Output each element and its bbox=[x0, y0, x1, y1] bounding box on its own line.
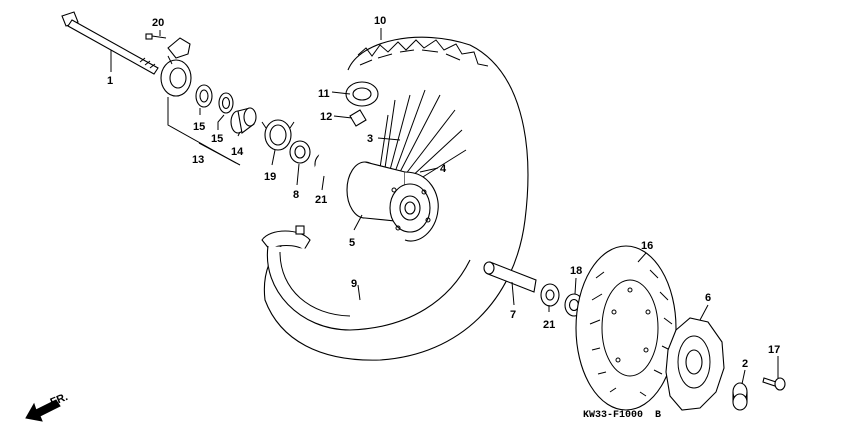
circlip bbox=[289, 140, 311, 164]
distance-collar bbox=[483, 261, 537, 293]
speedometer-washers bbox=[195, 84, 234, 114]
disc-bolt bbox=[762, 377, 786, 391]
callout-10: 10 bbox=[374, 15, 386, 27]
callout-4: 4 bbox=[440, 163, 447, 175]
rim-strip bbox=[349, 109, 367, 127]
callout-13: 13 bbox=[192, 154, 204, 166]
callout-18: 18 bbox=[570, 265, 582, 277]
callout-3: 3 bbox=[367, 133, 373, 145]
bearing-right bbox=[540, 283, 560, 307]
callout-15a: 15 bbox=[193, 121, 205, 133]
front-direction-arrow: FR. bbox=[25, 391, 70, 422]
callout-1: 1 bbox=[107, 75, 113, 87]
front-axle bbox=[61, 11, 159, 75]
callout-7: 7 bbox=[510, 309, 516, 321]
disc-cover bbox=[665, 317, 725, 411]
drawing-code: KW33-F1000 bbox=[583, 410, 643, 421]
callout-11: 11 bbox=[318, 88, 330, 100]
callout-8: 8 bbox=[293, 189, 299, 201]
callout-5: 5 bbox=[349, 237, 355, 249]
callout-15b: 15 bbox=[211, 133, 223, 145]
leader-lines bbox=[110, 28, 779, 385]
rim-band bbox=[261, 225, 471, 331]
callout-14: 14 bbox=[231, 146, 244, 158]
screw bbox=[145, 33, 167, 40]
speedometer-gear bbox=[230, 107, 257, 134]
callout-2: 2 bbox=[742, 358, 748, 370]
brake-collar bbox=[732, 382, 748, 411]
spokes bbox=[379, 89, 467, 186]
callout-20: 20 bbox=[152, 17, 164, 29]
callout-6: 6 bbox=[705, 292, 711, 304]
callout-21a: 21 bbox=[315, 194, 327, 206]
callout-21b: 21 bbox=[543, 319, 555, 331]
callout-9: 9 bbox=[351, 278, 357, 290]
brake-disc bbox=[575, 245, 677, 411]
callout-19: 19 bbox=[264, 171, 276, 183]
callout-16: 16 bbox=[641, 240, 653, 252]
callout-12: 12 bbox=[320, 111, 332, 123]
gear-retainer bbox=[261, 119, 295, 151]
drawing-code-suffix: B bbox=[655, 410, 661, 421]
callout-17: 17 bbox=[768, 344, 780, 356]
front-wheel-hub bbox=[346, 161, 439, 242]
speedometer-gearbox bbox=[160, 37, 192, 97]
front-arrow-label: FR. bbox=[49, 391, 70, 409]
